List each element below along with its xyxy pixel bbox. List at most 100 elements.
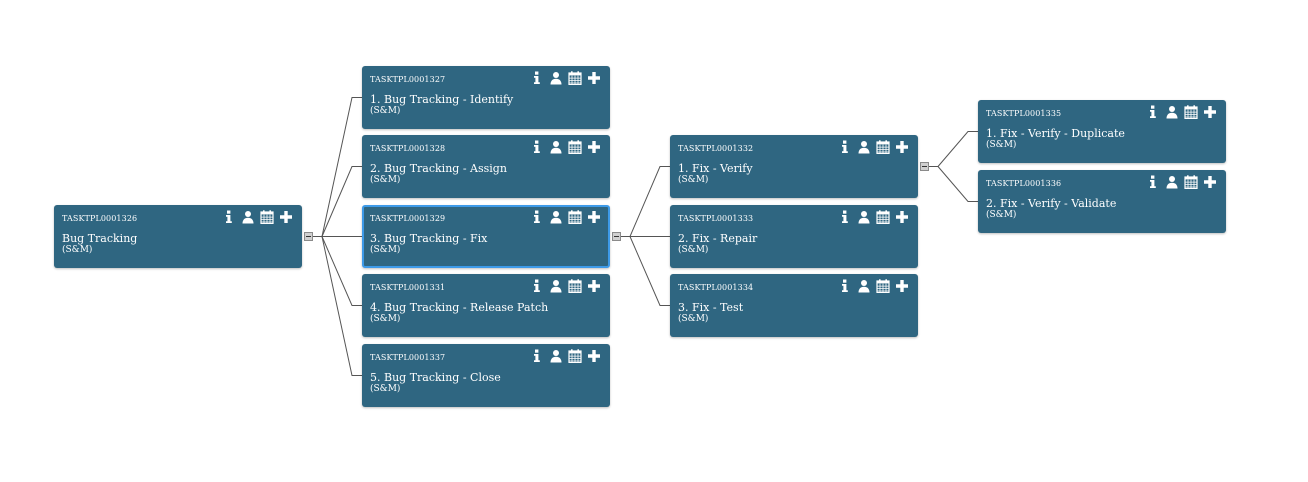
task-subtitle: (S&M) (370, 106, 401, 116)
plus-icon[interactable] (895, 140, 909, 154)
plus-icon[interactable] (587, 349, 601, 363)
calendar-icon[interactable] (1184, 105, 1198, 119)
node-actions (222, 210, 293, 224)
task-title: 2. Fix - Verify - Validate (986, 197, 1117, 210)
info-icon[interactable] (530, 210, 544, 224)
calendar-icon[interactable] (1184, 175, 1198, 189)
user-icon[interactable] (1165, 175, 1179, 189)
task-subtitle: (S&M) (370, 245, 401, 255)
node-actions (838, 210, 909, 224)
task-title: 1. Bug Tracking - Identify (370, 93, 514, 106)
task-title: 1. Fix - Verify (678, 162, 753, 175)
connector-line (937, 131, 978, 167)
node-actions (530, 71, 601, 85)
node-actions (530, 210, 601, 224)
node-actions (1146, 105, 1217, 119)
calendar-icon[interactable] (568, 210, 582, 224)
calendar-icon[interactable] (568, 71, 582, 85)
task-node-tasktpl0001336[interactable]: TASKTPL0001336 2. Fix - Verify - Validate… (978, 170, 1226, 233)
info-icon[interactable] (838, 279, 852, 293)
task-code: TASKTPL0001327 (370, 75, 446, 84)
node-actions (838, 279, 909, 293)
task-subtitle: (S&M) (370, 175, 401, 185)
calendar-icon[interactable] (260, 210, 274, 224)
task-title: 4. Bug Tracking - Release Patch (370, 301, 549, 314)
calendar-icon[interactable] (568, 279, 582, 293)
task-subtitle: (S&M) (370, 314, 401, 324)
calendar-icon[interactable] (876, 279, 890, 293)
plus-icon[interactable] (1203, 105, 1217, 119)
user-icon[interactable] (549, 71, 563, 85)
info-icon[interactable] (530, 140, 544, 154)
task-subtitle: (S&M) (370, 384, 401, 394)
node-actions (838, 140, 909, 154)
user-icon[interactable] (1165, 105, 1179, 119)
task-code: TASKTPL0001336 (986, 179, 1062, 188)
task-code: TASKTPL0001331 (370, 283, 446, 292)
user-icon[interactable] (857, 279, 871, 293)
task-title: 2. Fix - Repair (678, 232, 758, 245)
info-icon[interactable] (1146, 175, 1160, 189)
info-icon[interactable] (222, 210, 236, 224)
user-icon[interactable] (549, 210, 563, 224)
info-icon[interactable] (530, 279, 544, 293)
user-icon[interactable] (549, 349, 563, 363)
user-icon[interactable] (857, 140, 871, 154)
task-subtitle: (S&M) (678, 175, 709, 185)
calendar-icon[interactable] (568, 140, 582, 154)
task-node-tasktpl0001329[interactable]: TASKTPL0001329 3. Bug Tracking - Fix(S&M) (362, 205, 610, 268)
plus-icon[interactable] (587, 140, 601, 154)
calendar-icon[interactable] (876, 140, 890, 154)
plus-icon[interactable] (587, 279, 601, 293)
user-icon[interactable] (549, 140, 563, 154)
task-subtitle: (S&M) (678, 314, 709, 324)
task-code: TASKTPL0001332 (678, 144, 754, 153)
plus-icon[interactable] (279, 210, 293, 224)
collapse-toggle[interactable] (920, 161, 929, 171)
task-title: 1. Fix - Verify - Duplicate (986, 127, 1125, 140)
task-node-tasktpl0001327[interactable]: TASKTPL0001327 1. Bug Tracking - Identify… (362, 66, 610, 129)
task-subtitle: (S&M) (62, 245, 93, 255)
calendar-icon[interactable] (876, 210, 890, 224)
plus-icon[interactable] (1203, 175, 1217, 189)
task-title: 3. Bug Tracking - Fix (370, 232, 488, 245)
collapse-toggle[interactable] (612, 231, 621, 241)
connector-line (937, 166, 978, 202)
node-actions (530, 349, 601, 363)
task-code: TASKTPL0001328 (370, 144, 446, 153)
node-actions (530, 140, 601, 154)
task-subtitle: (S&M) (986, 210, 1017, 220)
connector-line (321, 236, 362, 376)
connector-line (321, 166, 362, 237)
task-node-tasktpl0001331[interactable]: TASKTPL0001331 4. Bug Tracking - Release … (362, 274, 610, 337)
info-icon[interactable] (1146, 105, 1160, 119)
info-icon[interactable] (838, 140, 852, 154)
task-subtitle: (S&M) (678, 245, 709, 255)
calendar-icon[interactable] (568, 349, 582, 363)
user-icon[interactable] (549, 279, 563, 293)
plus-icon[interactable] (895, 279, 909, 293)
task-code: TASKTPL0001334 (678, 283, 754, 292)
collapse-toggle[interactable] (304, 231, 313, 241)
user-icon[interactable] (241, 210, 255, 224)
user-icon[interactable] (857, 210, 871, 224)
task-node-tasktpl0001332[interactable]: TASKTPL0001332 1. Fix - Verify(S&M) (670, 135, 918, 198)
info-icon[interactable] (838, 210, 852, 224)
info-icon[interactable] (530, 71, 544, 85)
task-node-tasktpl0001328[interactable]: TASKTPL0001328 2. Bug Tracking - Assign(S… (362, 135, 610, 198)
task-code: TASKTPL0001326 (62, 214, 138, 223)
task-title: 5. Bug Tracking - Close (370, 371, 501, 384)
task-title: 2. Bug Tracking - Assign (370, 162, 507, 175)
task-code: TASKTPL0001329 (370, 214, 446, 223)
connector-line (629, 166, 670, 237)
info-icon[interactable] (530, 349, 544, 363)
plus-icon[interactable] (587, 210, 601, 224)
plus-icon[interactable] (587, 71, 601, 85)
plus-icon[interactable] (895, 210, 909, 224)
